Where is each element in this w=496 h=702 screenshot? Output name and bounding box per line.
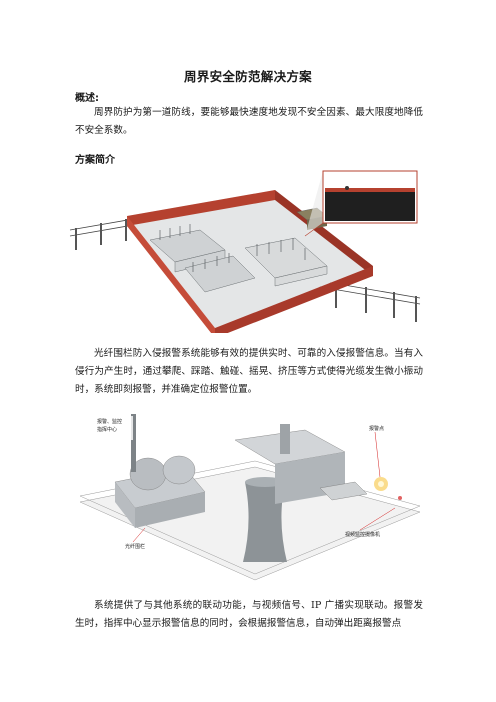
label-camera: 视频监控摄像机 (345, 531, 380, 538)
label-command-center-line2: 指挥中心 (97, 426, 117, 433)
label-fiber-fence: 光纤围栏 (125, 543, 145, 550)
linkage-paragraph: 系统提供了与其他系统的联动功能，与视频信号、IP 广播实现联动。报警发生时，指挥… (75, 600, 423, 629)
figure-plant-fence: 报警、监控 指挥中心 报警点 视频监控摄像机 光纤围栏 (75, 412, 425, 582)
label-alarm-point: 报警点 (369, 425, 384, 432)
compound-illustration (69, 170, 421, 333)
plant-illustration: 报警、监控 指挥中心 报警点 视频监控摄像机 光纤围栏 (79, 414, 421, 581)
page-title: 周界安全防范解决方案 (183, 69, 312, 84)
plan-heading: 方案简介 (75, 155, 115, 166)
overview-heading: 概述: (75, 93, 99, 104)
fence-description-paragraph: 光纤围栏防入侵报警系统能够有效的提供实时、可靠的入侵报警信息。当有入侵行为产生时… (75, 348, 423, 395)
label-command-center-line1: 报警、监控 (97, 418, 122, 425)
overview-paragraph: 周界防护为第一道防线，要能够最快速度地发现不安全因素、最大限度地降低不安全系数。 (75, 107, 423, 136)
figure-compound-fence (65, 168, 425, 333)
